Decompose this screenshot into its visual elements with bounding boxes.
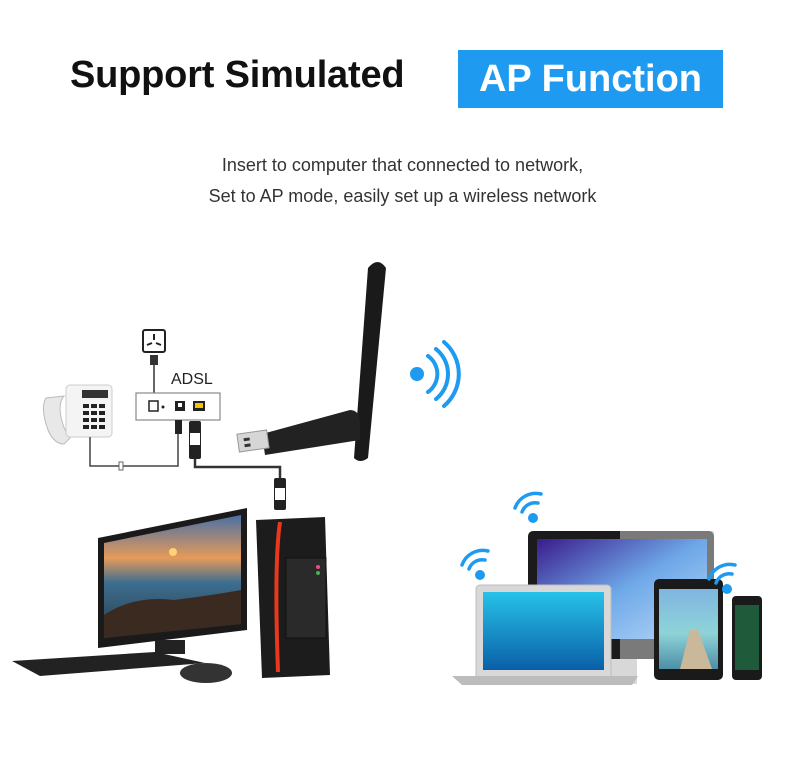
headline-highlight-badge: AP Function bbox=[458, 50, 723, 108]
usb-wifi-adapter-icon bbox=[236, 262, 386, 461]
adsl-modem-icon bbox=[135, 392, 221, 421]
ethernet-cable bbox=[189, 421, 286, 510]
device-wifi-icon-tablet bbox=[707, 562, 737, 594]
adsl-label: ADSL bbox=[171, 371, 213, 388]
telephone-icon bbox=[42, 384, 113, 445]
laptop-icon bbox=[452, 584, 638, 685]
headline: Support Simulated AP Function bbox=[0, 46, 805, 112]
subtitle: Insert to computer that connected to net… bbox=[0, 150, 805, 212]
wifi-signal-icon bbox=[410, 340, 461, 408]
headline-highlight-text: AP Function bbox=[478, 57, 703, 100]
smartphone-icon bbox=[732, 596, 762, 680]
headline-text: Support Simulated bbox=[70, 54, 405, 96]
desktop-computer-icon bbox=[12, 508, 330, 683]
device-wifi-icon-laptop bbox=[460, 548, 490, 580]
phone-cable bbox=[89, 420, 179, 467]
network-diagram: ADSL bbox=[12, 262, 762, 685]
tablet-icon bbox=[654, 579, 723, 680]
subtitle-line-1: Insert to computer that connected to net… bbox=[221, 155, 584, 175]
subtitle-line-2: Set to AP mode, easily set up a wireless… bbox=[208, 186, 597, 206]
power-outlet-icon bbox=[142, 329, 166, 398]
device-wifi-icon-imac bbox=[513, 491, 543, 523]
